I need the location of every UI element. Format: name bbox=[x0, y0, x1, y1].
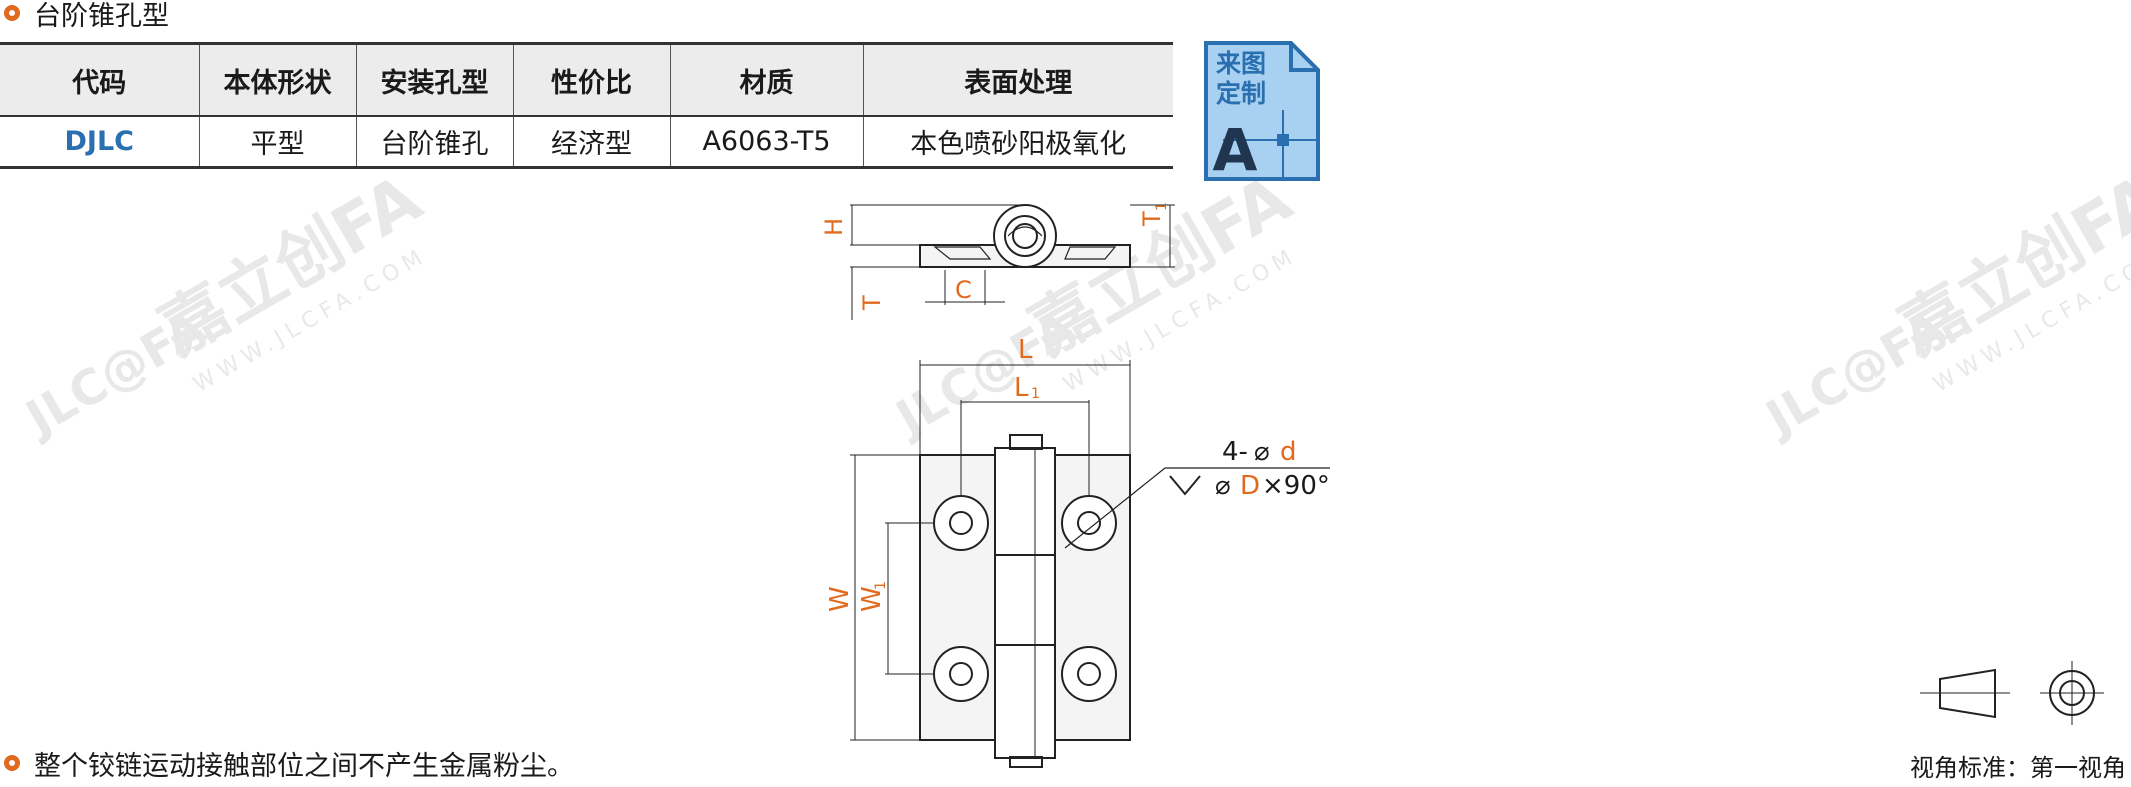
side-view bbox=[850, 204, 1175, 320]
cell-surface: 本色喷砂阳极氧化 bbox=[862, 116, 1173, 169]
diameter-icon: ⌀ bbox=[1215, 471, 1231, 501]
header-code: 代码 bbox=[0, 42, 199, 117]
watermark-center: JLC@FA 嘉立创FA WWW.JLCFA.COM bbox=[885, 160, 1304, 448]
watermark-left: JLC@FA 嘉立创FA WWW.JLCFA.COM bbox=[15, 160, 434, 448]
cell-hole-type: 台阶锥孔 bbox=[355, 116, 513, 169]
dim-L1-sub: 1 bbox=[1031, 386, 1040, 402]
cell-body-shape: 平型 bbox=[198, 116, 356, 169]
dim-D: D bbox=[1240, 471, 1260, 501]
dim-hole-count: 4- bbox=[1222, 437, 1248, 467]
diameter-icon: ⌀ bbox=[1254, 437, 1270, 467]
badge-letter: A bbox=[1213, 116, 1258, 182]
header-material: 材质 bbox=[669, 42, 863, 117]
badge-line2: 定制 bbox=[1216, 79, 1266, 108]
dim-L1: L bbox=[1014, 373, 1029, 403]
watermark-right: JLC@FA 嘉立创FA WWW.JLCFA.COM bbox=[1755, 160, 2131, 448]
cell-code[interactable]: DJLC bbox=[0, 116, 199, 169]
dim-W1-sub: 1 bbox=[873, 581, 889, 590]
header-hole-type: 安装孔型 bbox=[355, 42, 513, 117]
table-header-row: 代码 本体形状 安装孔型 性价比 材质 表面处理 bbox=[0, 42, 1173, 117]
dim-angle: ×90° bbox=[1262, 471, 1330, 501]
dim-T: T bbox=[858, 295, 886, 311]
footnote: 整个铰链运动接触部位之间不产生金属粉尘。 bbox=[34, 751, 574, 782]
dim-d: d bbox=[1280, 437, 1297, 467]
section-bullet-icon bbox=[4, 5, 20, 21]
header-body-shape: 本体形状 bbox=[198, 42, 356, 117]
cell-material: A6063-T5 bbox=[669, 116, 863, 169]
dim-W1: W bbox=[857, 586, 887, 612]
dim-T1: T bbox=[1138, 211, 1166, 227]
spec-table: 代码 本体形状 安装孔型 性价比 材质 表面处理 DJLC 平型 台阶锥孔 经济… bbox=[0, 42, 1173, 169]
dim-L: L bbox=[1018, 335, 1033, 365]
view-standard-label: 视角标准：第一视角 bbox=[1910, 754, 2126, 782]
front-view bbox=[850, 360, 2104, 768]
section-title: 台阶锥孔型 bbox=[34, 1, 169, 32]
table-row: DJLC 平型 台阶锥孔 经济型 A6063-T5 本色喷砂阳极氧化 bbox=[0, 116, 1173, 169]
badge-line1: 来图 bbox=[1216, 49, 1266, 78]
dim-C: C bbox=[955, 276, 972, 304]
footnote-bullet-icon bbox=[4, 755, 20, 771]
custom-drawing-badge[interactable]: 来图 定制 A bbox=[1203, 40, 1321, 182]
header-surface: 表面处理 bbox=[862, 42, 1173, 117]
cell-value: 经济型 bbox=[512, 116, 670, 169]
dim-T1-sub: 1 bbox=[1154, 202, 1170, 211]
header-value: 性价比 bbox=[512, 42, 670, 117]
dim-W: W bbox=[825, 586, 855, 612]
dim-H: H bbox=[820, 218, 848, 236]
